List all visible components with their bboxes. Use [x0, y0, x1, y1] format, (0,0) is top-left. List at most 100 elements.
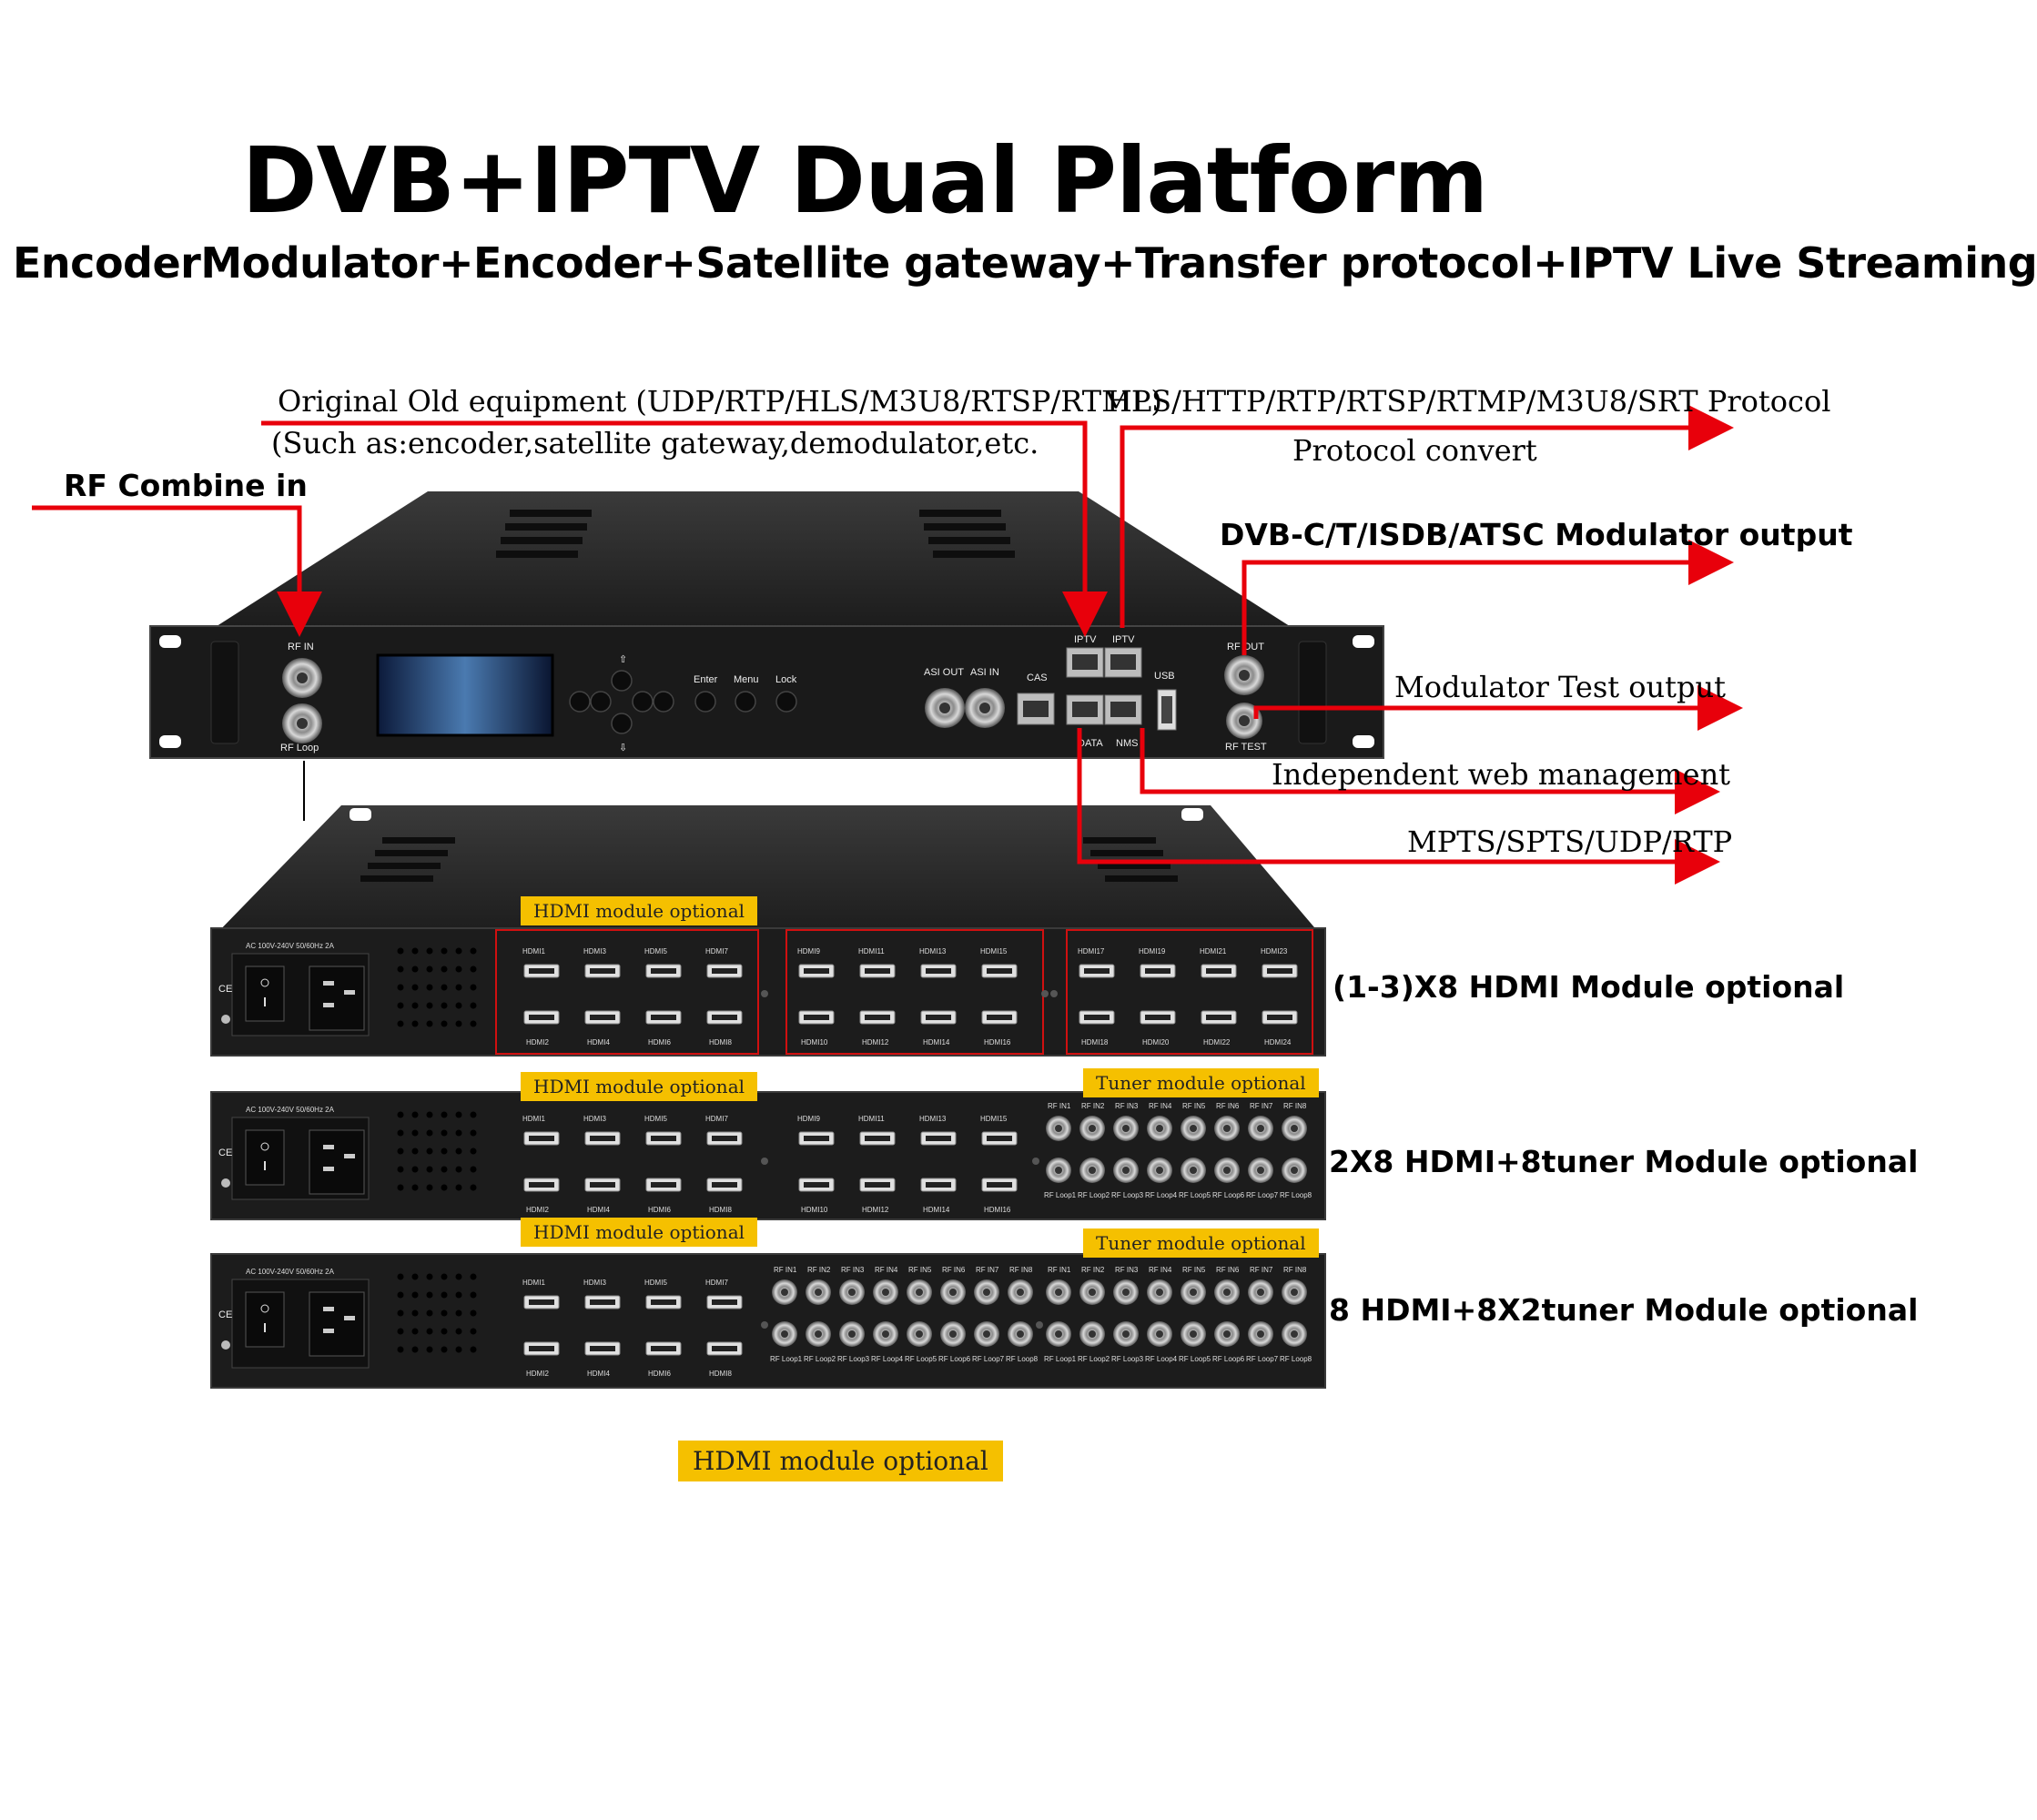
up-arrow-icon: ⇧: [619, 654, 627, 665]
rf-loop-label: RF Loop4: [1145, 1191, 1178, 1199]
power-rating-label: AC 100V-240V 50/60Hz 2A: [246, 1268, 335, 1276]
rf-loop-label: RF Loop3: [1111, 1191, 1144, 1199]
diagram-canvas: DVB+IPTV Dual Platform EncoderModulator+…: [13, 127, 2037, 1481]
hdmi-label: HDMI2: [526, 1206, 549, 1214]
power-switch-icon: [245, 1129, 285, 1186]
callout-module-2: 2X8 HDMI+8tuner Module optional: [1329, 1144, 1919, 1179]
rf-loop-label: RF Loop4: [1145, 1355, 1178, 1363]
rf-loop-label: RF Loop5: [1179, 1191, 1211, 1199]
rf-in-label: RF IN8: [1009, 1266, 1033, 1274]
hdmi-label: HDMI10: [801, 1206, 828, 1214]
hdmi-label: HDMI11: [858, 1115, 885, 1123]
rf-in-label: RF IN2: [1081, 1102, 1105, 1110]
rf-loop-label: RF Loop6: [1212, 1191, 1245, 1199]
data-label: DATA: [1078, 738, 1103, 749]
hdmi-label: HDMI4: [587, 1206, 610, 1214]
callout-mpts: MPTS/SPTS/UDP/RTP: [1407, 824, 1733, 859]
hdmi-label: HDMI6: [648, 1206, 671, 1214]
ground-screw-icon: [221, 1340, 230, 1350]
down-arrow-icon: ⇩: [619, 743, 627, 753]
power-socket-icon: [309, 1129, 365, 1195]
page-title: DVB+IPTV Dual Platform: [241, 127, 1489, 234]
rf-loop-label: RF Loop6: [938, 1355, 971, 1363]
ethernet-ports-group: [1066, 647, 1142, 725]
rf-in-label: RF IN5: [1182, 1266, 1206, 1274]
hdmi-label: HDMI13: [919, 947, 947, 956]
rf-in-label: RF IN5: [1182, 1102, 1206, 1110]
rf-loop-label: RF Loop3: [837, 1355, 870, 1363]
rf-loop-label: RF Loop1: [1044, 1355, 1077, 1363]
rf-loop-label: RF Loop2: [1078, 1355, 1110, 1363]
hdmi-label: HDMI15: [980, 1115, 1008, 1123]
callout-modulator-output: DVB-C/T/ISDB/ATSC Modulator output: [1220, 517, 1853, 552]
hdmi-label: HDMI15: [980, 947, 1008, 956]
rf-loop-label: RF Loop1: [1044, 1191, 1077, 1199]
callout-modulator-test: Modulator Test output: [1394, 670, 1726, 704]
rear-panel: [210, 927, 1326, 1057]
hdmi-label: HDMI3: [583, 1115, 606, 1123]
tag-hdmi-module-2: HDMI module optional: [521, 1072, 758, 1101]
ce-mark: CE: [218, 984, 232, 995]
hdmi-label: HDMI14: [923, 1038, 950, 1046]
hdmi-label: HDMI9: [797, 1115, 820, 1123]
hdmi-label: HDMI1: [522, 1279, 545, 1287]
nms-label: NMS: [1116, 738, 1138, 749]
hdmi-label: HDMI2: [526, 1038, 549, 1046]
hdmi-label: HDMI5: [644, 947, 667, 956]
hdmi-label: HDMI5: [644, 1115, 667, 1123]
rear-panel: [210, 1091, 1326, 1220]
ce-mark: CE: [218, 1309, 232, 1320]
tag-tuner-module-3: Tuner module optional: [1083, 1228, 1319, 1258]
power-switch-icon: [245, 1291, 285, 1348]
rf-in-label: RF IN3: [1115, 1266, 1139, 1274]
rf-in-label: RF IN3: [1115, 1102, 1139, 1110]
hdmi-label: HDMI7: [705, 1115, 728, 1123]
hdmi-label: HDMI16: [984, 1038, 1011, 1046]
enter-label: Enter: [694, 674, 718, 685]
rf-in-label: RF IN5: [908, 1266, 932, 1274]
power-rating-label: AC 100V-240V 50/60Hz 2A: [246, 1106, 335, 1114]
power-switch-icon: [245, 966, 285, 1022]
asi-in-label: ASI IN: [970, 667, 999, 678]
hdmi-label: HDMI4: [587, 1038, 610, 1046]
hdmi-label: HDMI2: [526, 1370, 549, 1378]
rf-loop-label: RF Loop7: [972, 1355, 1005, 1363]
hdmi-label: HDMI12: [862, 1206, 889, 1214]
rf-in-label: RF IN1: [1048, 1266, 1071, 1274]
hdmi-label: HDMI14: [923, 1206, 950, 1214]
ground-screw-icon: [221, 1178, 230, 1188]
rf-loop-label: RF Loop2: [804, 1355, 836, 1363]
rf-in-label: RF IN1: [774, 1266, 797, 1274]
rf-in-label: RF IN6: [1216, 1266, 1240, 1274]
rf-in-label: RF IN7: [1250, 1102, 1273, 1110]
rf-in-label: RF IN8: [1283, 1266, 1307, 1274]
hdmi-label: HDMI23: [1261, 947, 1288, 956]
rf-in-label: RF IN2: [807, 1266, 831, 1274]
annotation-arrows: [32, 405, 1743, 885]
rf-loop-label: RF Loop8: [1280, 1191, 1312, 1199]
tag-hdmi-module-1: HDMI module optional: [521, 896, 758, 925]
rf-loop-label: RF Loop8: [1006, 1355, 1039, 1363]
rf-in-label: RF IN3: [841, 1266, 865, 1274]
lock-label: Lock: [775, 674, 797, 685]
hdmi-label: HDMI16: [984, 1206, 1011, 1214]
rf-loop-label: RF Loop1: [770, 1355, 803, 1363]
rf-loop-label: RF Loop2: [1078, 1191, 1110, 1199]
hdmi-label: HDMI9: [797, 947, 820, 956]
callout-module-1: (1-3)X8 HDMI Module optional: [1333, 969, 1845, 1005]
callout-rf-combine: RF Combine in: [64, 468, 308, 503]
hdmi-label: HDMI24: [1264, 1038, 1292, 1046]
iptv2-label: IPTV: [1112, 634, 1135, 645]
page-subtitle: EncoderModulator+Encoder+Satellite gatew…: [13, 238, 2037, 288]
hdmi-label: HDMI19: [1139, 947, 1166, 956]
rf-loop-label: RF Loop: [280, 743, 319, 753]
rf-loop-label: RF Loop3: [1111, 1355, 1144, 1363]
tag-hdmi-module-3: HDMI module optional: [521, 1218, 758, 1247]
hdmi-label: HDMI12: [862, 1038, 889, 1046]
hdmi-label: HDMI13: [919, 1115, 947, 1123]
callout-original-equipment: Original Old equipment (UDP/RTP/HLS/M3U8…: [278, 384, 1162, 419]
hdmi-label: HDMI8: [709, 1370, 732, 1378]
rf-test-label: RF TEST: [1225, 742, 1267, 753]
hdmi-label: HDMI18: [1081, 1038, 1109, 1046]
hdmi-label: HDMI4: [587, 1370, 610, 1378]
